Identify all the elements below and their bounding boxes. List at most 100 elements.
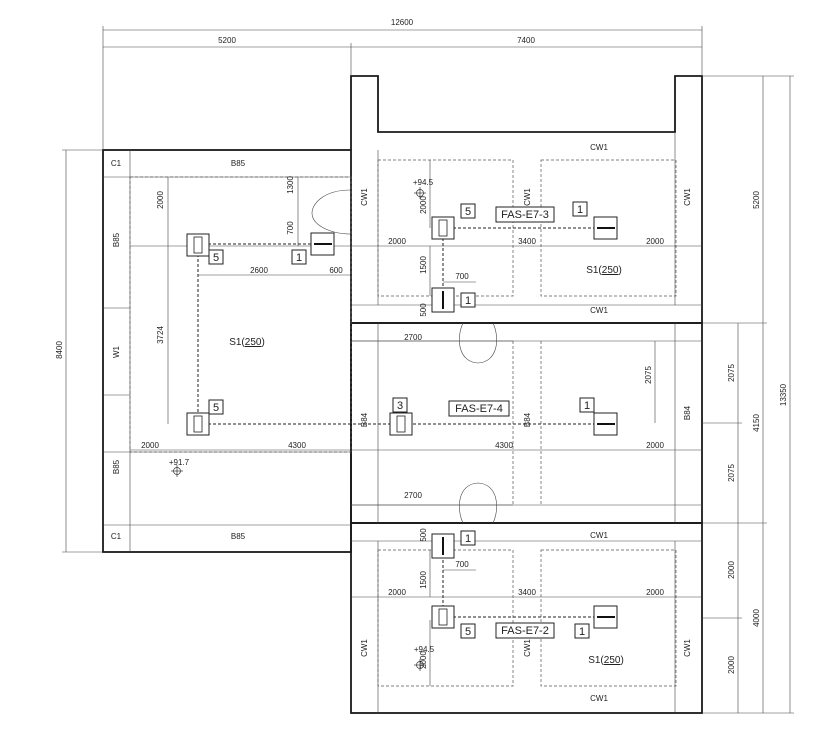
slab-left-value: 250 xyxy=(245,337,262,348)
tag-n1-top-right: 1 xyxy=(577,204,583,216)
dim-1300: 1300 xyxy=(286,176,295,194)
dim-right-bot: 4000 xyxy=(752,609,761,627)
dimension-texts: 12600 5200 7400 8400 13350 5200 4150 207… xyxy=(55,18,788,674)
slab-top-prefix: S1( xyxy=(586,265,602,276)
tag-n5-bot: 5 xyxy=(465,626,471,638)
label-elev-left: +91.7 xyxy=(169,458,190,467)
door-swing-mid-top xyxy=(459,322,497,364)
tag-n1-bot-right: 1 xyxy=(579,626,585,638)
dim-mid-2000-right: 2000 xyxy=(646,441,664,450)
tag-n5-left-bottom: 5 xyxy=(213,402,219,414)
tag-fas-e7-2: FAS-E7-2 xyxy=(501,625,549,637)
label-c1-bottom: C1 xyxy=(111,532,122,541)
slab-label-bottom: S1(250) xyxy=(588,655,624,666)
label-elev-top: +94.5 xyxy=(413,178,434,187)
equip-bot-b xyxy=(431,605,455,629)
label-b85-left-lower: B85 xyxy=(112,459,121,474)
slab-left-suffix: ) xyxy=(261,337,264,348)
label-cw1-top-bottom: CW1 xyxy=(590,306,608,315)
dim-overall-height: 13350 xyxy=(779,383,788,406)
dim-right-mid: 4150 xyxy=(752,414,761,432)
slab-left-prefix: S1( xyxy=(229,337,245,348)
dim-2700-bottom: 2700 xyxy=(404,491,422,500)
dim-left-height: 8400 xyxy=(55,341,64,359)
equip-mid-a xyxy=(389,412,413,436)
panel-top-right xyxy=(540,159,677,297)
dim-bot-700: 700 xyxy=(455,560,469,569)
dim-bot-3400: 3400 xyxy=(518,588,536,597)
dim-overall-width: 12600 xyxy=(391,18,414,27)
tag-fas-e7-3: FAS-E7-3 xyxy=(501,209,549,221)
label-cw1-top-left: CW1 xyxy=(360,188,369,206)
label-b85-top: B85 xyxy=(231,159,246,168)
tag-n1-bot-top: 1 xyxy=(465,533,471,545)
slab-top-value: 250 xyxy=(602,265,619,276)
slab-bottom-suffix: ) xyxy=(620,655,623,666)
dim-right-top: 5200 xyxy=(752,191,761,209)
dim-top-2000-right: 2000 xyxy=(646,237,664,246)
label-cw1-bot-top: CW1 xyxy=(590,531,608,540)
number-tags: 5 1 5 5 1 1 3 1 1 5 1 xyxy=(208,201,595,639)
dim-bot-2000-left: 2000 xyxy=(388,588,406,597)
panel-bot-right xyxy=(540,549,677,687)
label-cw1-bot-mid: CW1 xyxy=(523,639,532,657)
tag-n5-left-top: 5 xyxy=(213,252,219,264)
dim-left-width: 5200 xyxy=(218,36,236,45)
slab-label-top: S1(250) xyxy=(586,265,622,276)
slab-bottom-value: 250 xyxy=(604,655,621,666)
label-b84-mid: B84 xyxy=(523,412,532,427)
member-labels: C1 C1 B85 B85 B85 W1 B85 B84 B84 B84 CW1… xyxy=(111,143,692,703)
panel-left-main xyxy=(129,176,352,453)
dim-2600: 2600 xyxy=(250,266,268,275)
label-b85-bottom: B85 xyxy=(231,532,246,541)
dim-top-3400: 3400 xyxy=(518,237,536,246)
label-c1-top: C1 xyxy=(111,159,122,168)
dim-bot-1500: 1500 xyxy=(419,571,428,589)
fas-tags: FAS-E7-3 FAS-E7-4 FAS-E7-2 xyxy=(448,206,555,639)
tag-n3-mid: 3 xyxy=(397,400,403,412)
label-cw1-bot-left: CW1 xyxy=(360,639,369,657)
door-swing-mid-bottom xyxy=(459,482,497,524)
dim-top-1500: 1500 xyxy=(419,256,428,274)
label-b84-left: B84 xyxy=(360,412,369,427)
label-cw1-bottom: CW1 xyxy=(590,694,608,703)
slab-labels: S1(250) S1(250) S1(250) xyxy=(229,265,624,666)
dim-mid-4300-left: 4300 xyxy=(288,441,306,450)
left-wing-outline xyxy=(102,149,352,553)
dim-right-bot-a: 2000 xyxy=(727,561,736,579)
label-w1: W1 xyxy=(112,345,121,358)
slab-bottom-prefix: S1( xyxy=(588,655,604,666)
tag-n1-top-bottom: 1 xyxy=(465,295,471,307)
equip-left-bottom xyxy=(186,412,210,436)
dim-top-500: 500 xyxy=(419,303,428,317)
dim-right-mid-a: 2075 xyxy=(727,364,736,382)
equip-left-top xyxy=(186,233,210,257)
dim-mid-4300-right: 4300 xyxy=(495,441,513,450)
label-cw1-top-mid: CW1 xyxy=(523,188,532,206)
equip-top-a xyxy=(431,216,455,240)
dim-right-mid-b: 2075 xyxy=(727,464,736,482)
tag-n1-left: 1 xyxy=(296,252,302,264)
dim-left-2000: 2000 xyxy=(156,191,165,209)
dim-600: 600 xyxy=(329,266,343,275)
dim-2700-top: 2700 xyxy=(404,333,422,342)
equipment-symbols xyxy=(186,216,618,629)
dim-3724: 3724 xyxy=(156,326,165,344)
label-b85-left: B85 xyxy=(112,232,121,247)
tag-n1-mid: 1 xyxy=(584,400,590,412)
tag-fas-e7-4: FAS-E7-4 xyxy=(455,403,503,415)
dimension-lines xyxy=(62,26,794,714)
dim-top-2000-left: 2000 xyxy=(388,237,406,246)
dim-bot-500: 500 xyxy=(419,528,428,542)
dim-right-width: 7400 xyxy=(517,36,535,45)
dim-700-left: 700 xyxy=(286,221,295,235)
label-cw1-bot-right: CW1 xyxy=(683,639,692,657)
label-b84-right: B84 xyxy=(683,405,692,420)
elevation-markers xyxy=(171,187,426,671)
dim-right-bot-b: 2000 xyxy=(727,656,736,674)
label-cw1-top: CW1 xyxy=(590,143,608,152)
label-elev-bottom: +94.5 xyxy=(414,645,435,654)
slab-top-suffix: ) xyxy=(618,265,621,276)
bottom-right-outline xyxy=(350,522,703,714)
